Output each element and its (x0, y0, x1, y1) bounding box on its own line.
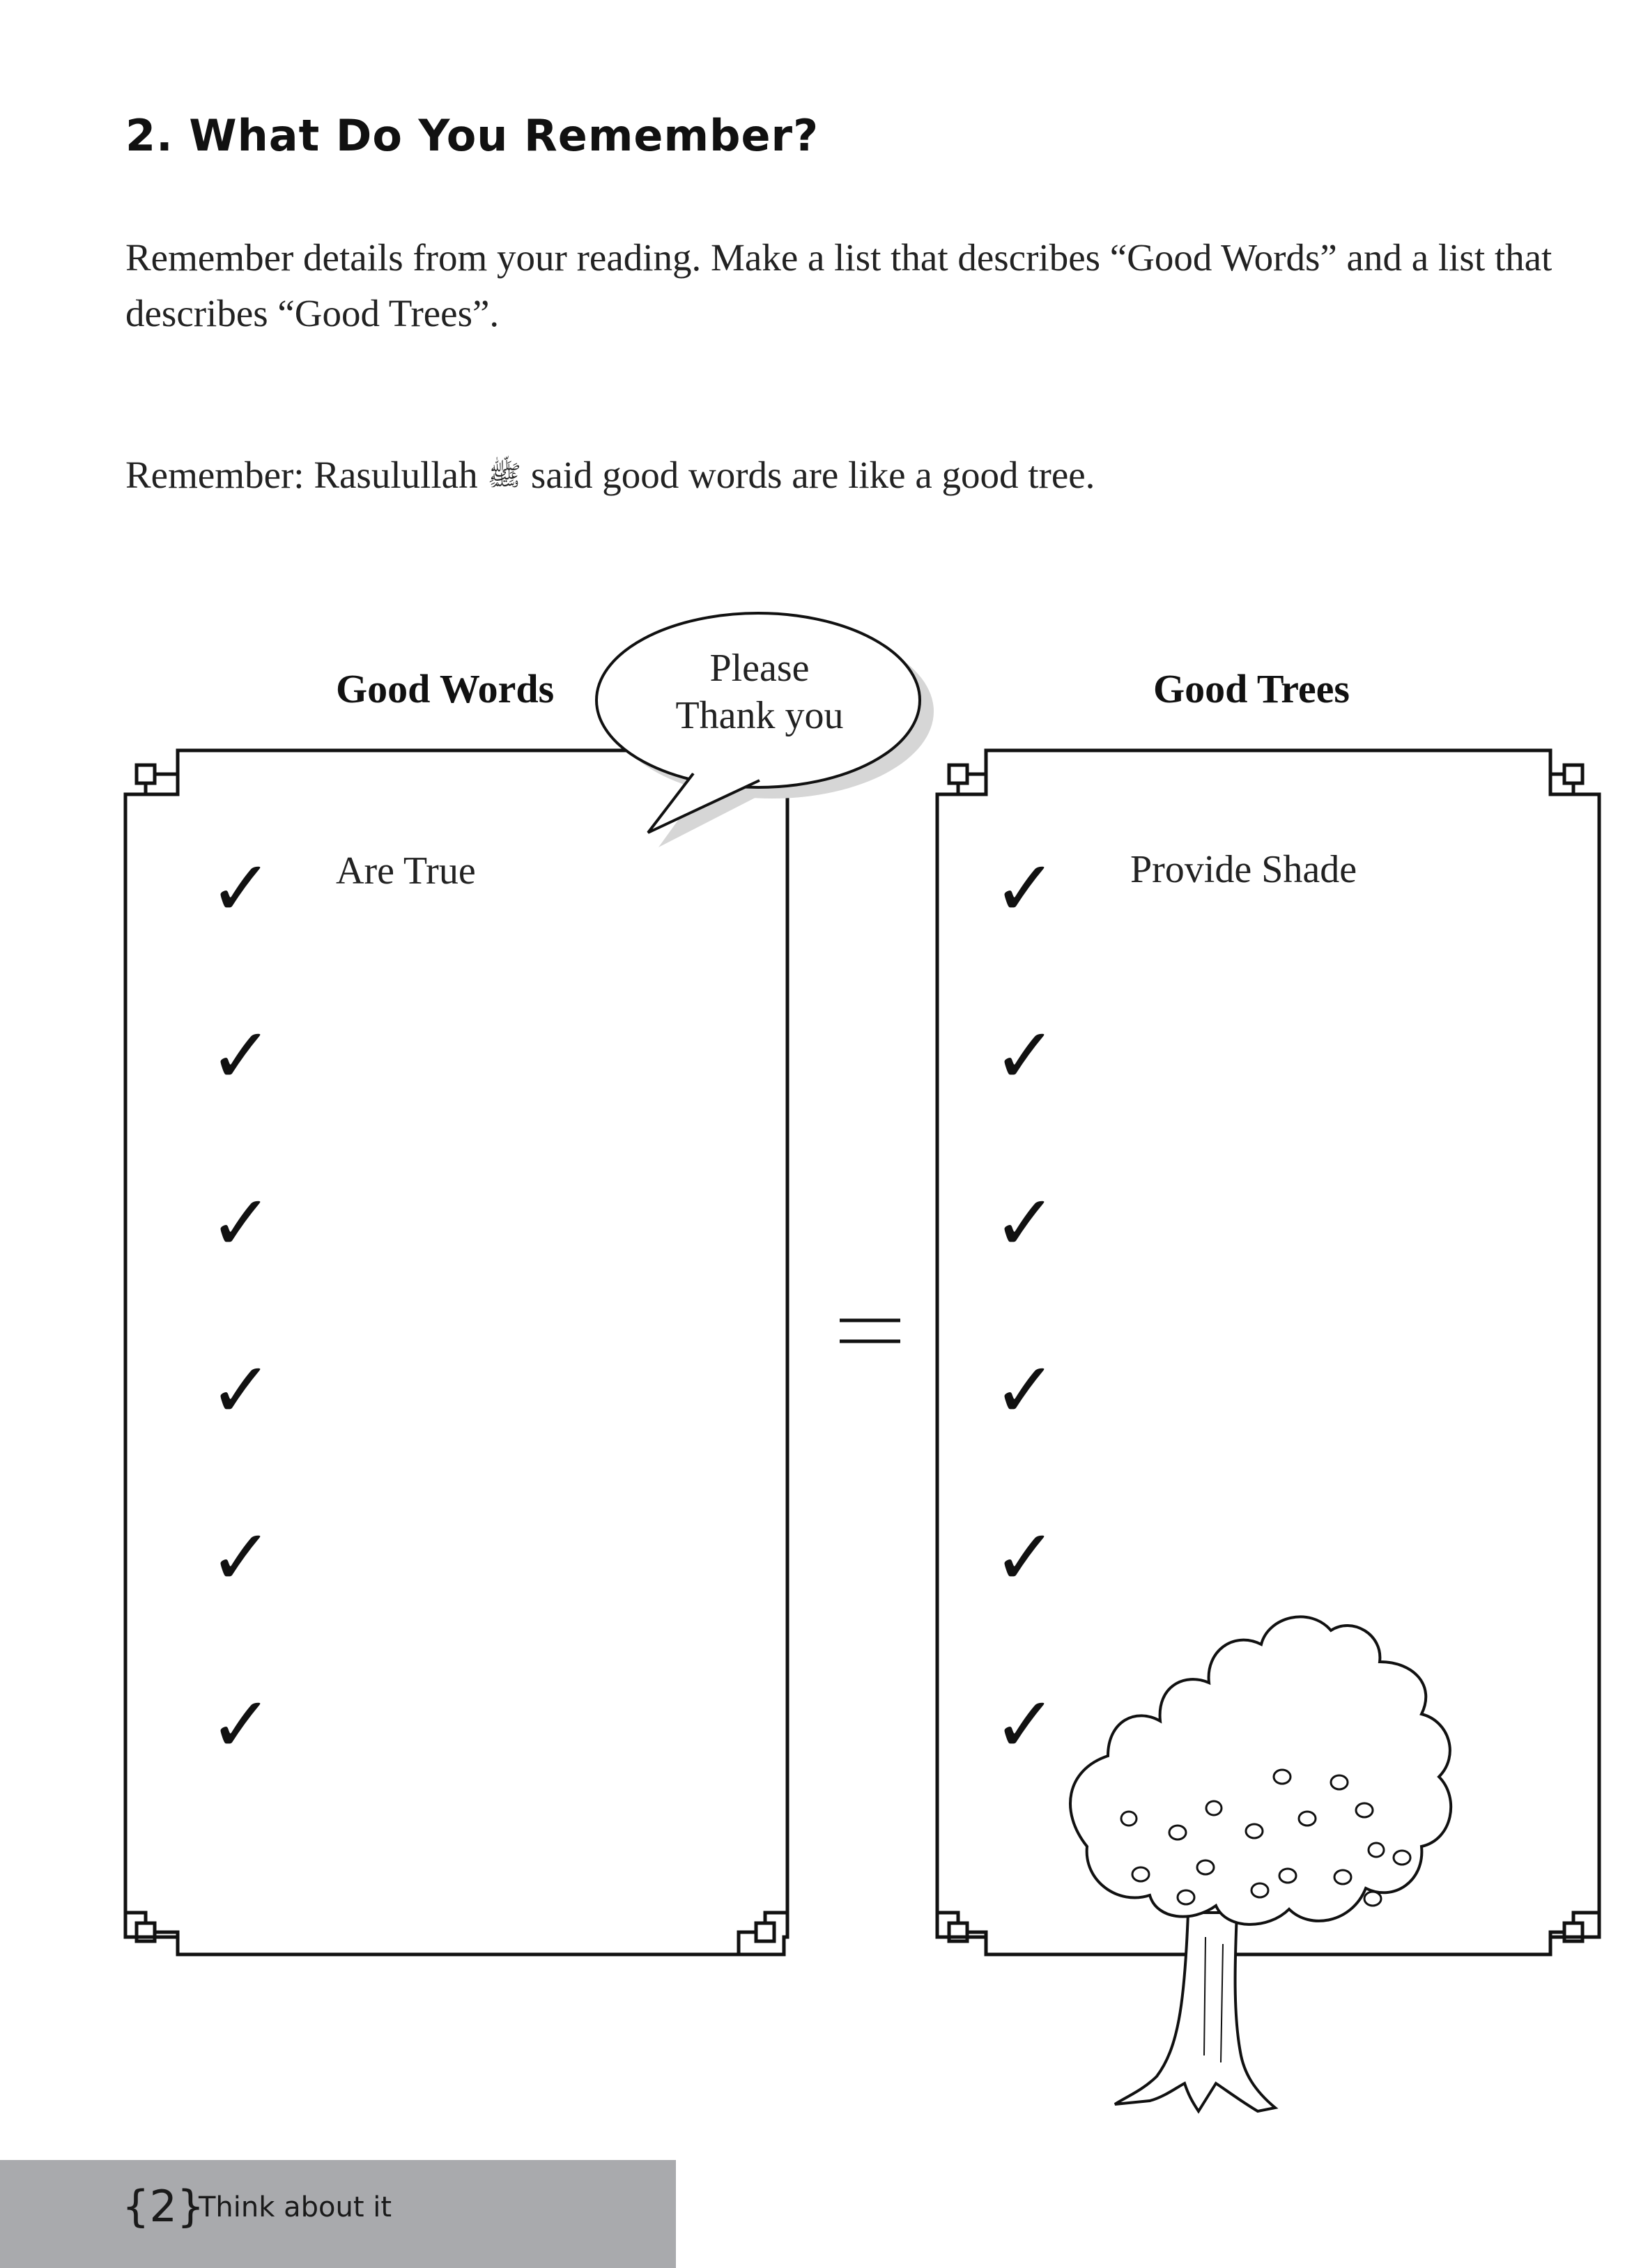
checkmark-icon: ✓ (993, 1345, 1058, 1435)
footer-label: Think about it (199, 2191, 392, 2223)
checkmark-icon: ✓ (993, 844, 1058, 933)
right-list-item: Provide Shade (1130, 848, 1357, 891)
checkmark-icon: ✓ (209, 1011, 274, 1100)
section-title: 2. What Do You Remember? (125, 110, 819, 161)
page-number: {2} (122, 2181, 205, 2232)
tree-illustration (1069, 1615, 1453, 2114)
speech-bubble-line-2: Thank you (675, 694, 844, 737)
equals-sign-icon (840, 1318, 900, 1343)
right-list-frame (935, 748, 1601, 1957)
checkmark-icon: ✓ (209, 1178, 274, 1267)
checkmark-icon: ✓ (993, 1513, 1058, 1602)
checkmark-icon: ✓ (209, 844, 274, 933)
checkmark-icon: ✓ (993, 1680, 1058, 1769)
reminder-before: Remember: Rasulullah (125, 454, 478, 496)
speech-bubble-icon (595, 612, 934, 847)
right-list-heading: Good Trees (1153, 666, 1350, 711)
left-list-item: Are True (336, 849, 476, 893)
checkmark-icon: ✓ (993, 1178, 1058, 1267)
checkmark-icon: ✓ (209, 1513, 274, 1602)
instructions-text: Remember details from your reading. Make… (125, 236, 1553, 334)
footer-bar (0, 2160, 676, 2268)
salutation-icon: ﷺ (487, 460, 521, 493)
checkmark-icon: ✓ (209, 1680, 274, 1769)
reminder-text: Remember: Rasulullah ﷺ said good words are… (125, 453, 1095, 499)
speech-bubble-line-1: Please (709, 647, 810, 690)
left-list-heading: Good Words (336, 666, 555, 711)
speech-bubble-text: Please Thank you (627, 645, 892, 739)
checkmark-icon: ✓ (993, 1011, 1058, 1100)
checkmark-icon: ✓ (209, 1345, 274, 1435)
reminder-after: said good words are like a good tree. (530, 454, 1095, 496)
